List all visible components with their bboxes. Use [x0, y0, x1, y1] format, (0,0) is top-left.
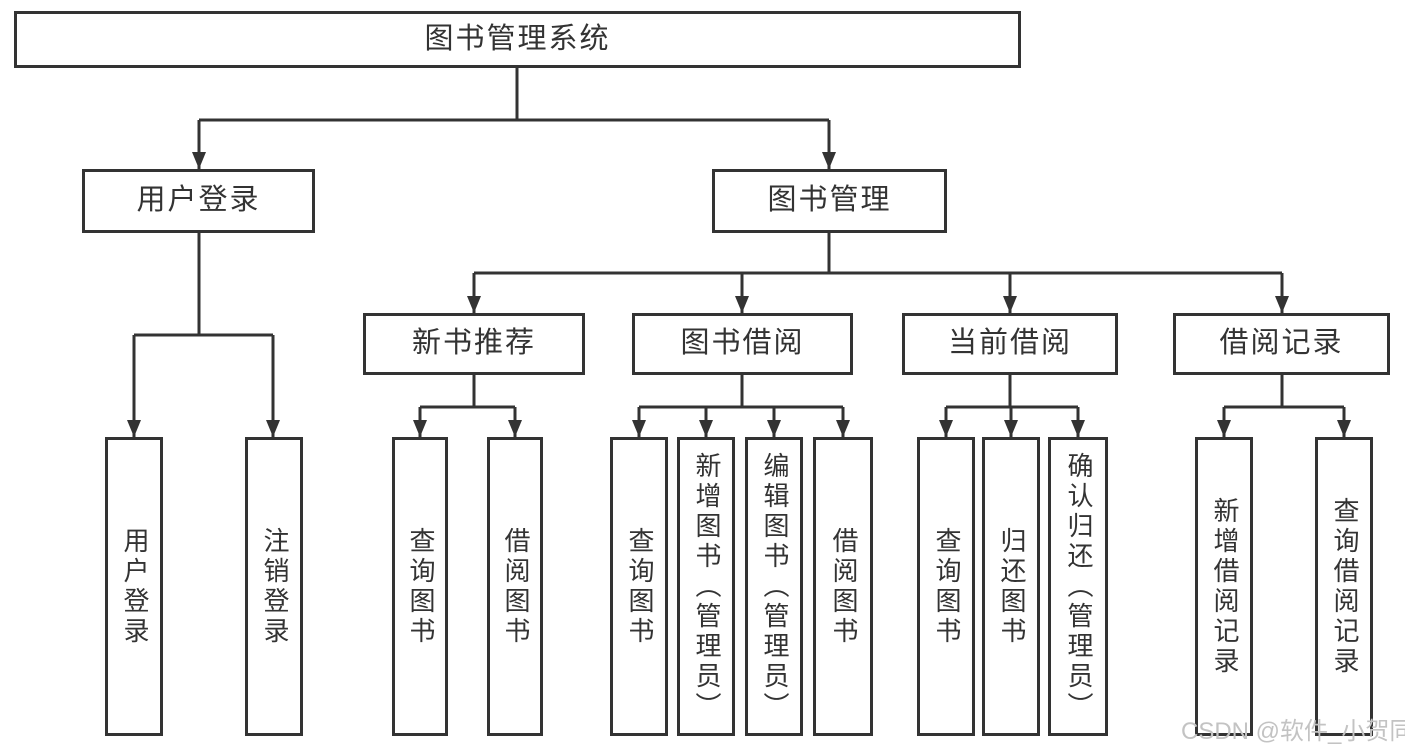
- node-borrowing-records: 借阅记录: [1173, 313, 1390, 375]
- leaf-query-books-2: 查询图书: [610, 437, 668, 736]
- node-book-management-branch: 图书管理: [712, 169, 947, 233]
- connector-lines: [127, 68, 1351, 437]
- watermark-text: CSDN @软件_小贺同学: [1181, 718, 1405, 745]
- leaf-logout: 注销登录: [245, 437, 303, 736]
- node-new-book-recommendation: 新书推荐: [363, 313, 585, 375]
- leaf-add-book-admin: 新增图书（管理员）: [677, 437, 735, 736]
- leaf-query-borrow-record: 查询借阅记录: [1315, 437, 1373, 736]
- node-library-management-system: 图书管理系统: [14, 11, 1021, 68]
- leaf-query-books-3: 查询图书: [917, 437, 975, 736]
- leaf-edit-book-admin: 编辑图书（管理员）: [745, 437, 803, 736]
- leaf-borrow-books-1: 借阅图书: [487, 437, 543, 736]
- node-book-borrowing: 图书借阅: [632, 313, 853, 375]
- leaf-user-login: 用户登录: [105, 437, 163, 736]
- node-user-login-branch: 用户登录: [82, 169, 315, 233]
- connector-bus: [134, 68, 1344, 409]
- leaf-borrow-books-2: 借阅图书: [813, 437, 873, 736]
- leaf-query-books-1: 查询图书: [392, 437, 448, 736]
- leaf-return-books: 归还图书: [982, 437, 1040, 736]
- connector-arrows: [127, 120, 1351, 437]
- leaf-confirm-return-admin: 确认归还（管理员）: [1048, 437, 1108, 736]
- node-current-borrowing: 当前借阅: [902, 313, 1118, 375]
- leaf-add-borrow-record: 新增借阅记录: [1195, 437, 1253, 736]
